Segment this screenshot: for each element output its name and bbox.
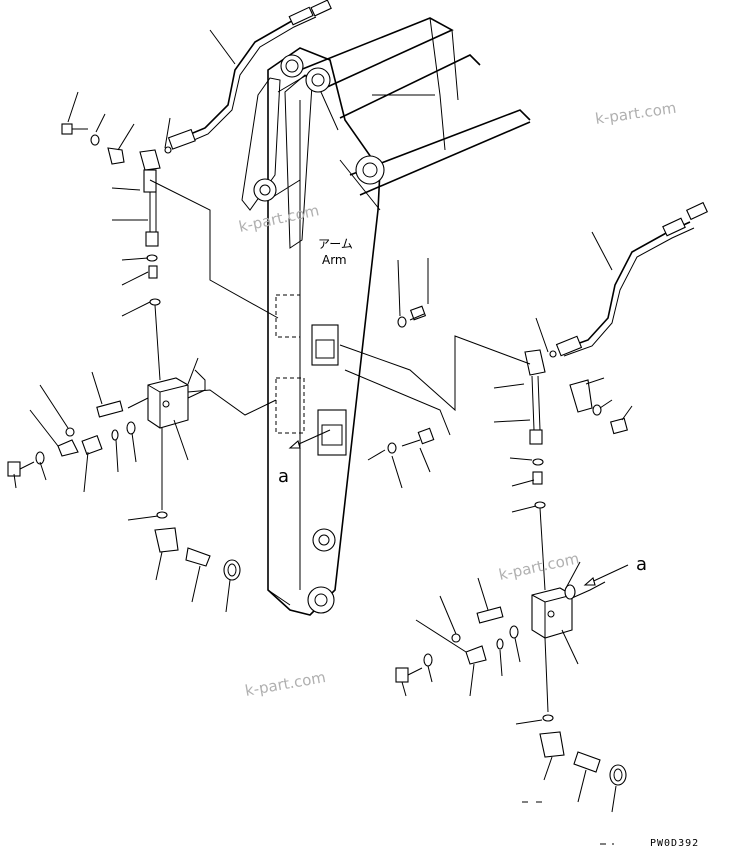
drawing-code: PW0D392 (650, 838, 699, 847)
mount-pad-lower (317, 409, 347, 456)
view-marker-left: a (278, 466, 289, 487)
bucket-pin (307, 586, 335, 614)
view-marker-right: a (636, 554, 647, 575)
right-leader-lines (401, 231, 633, 813)
arm-structure (241, 17, 531, 616)
right-hose-assembly (395, 201, 709, 786)
boom-pin (305, 67, 331, 93)
watermark: k-part.com (237, 201, 321, 236)
watermark: k-part.com (594, 99, 677, 128)
arm-label-jp: アーム (318, 237, 353, 251)
left-hose-assembly (7, 0, 332, 581)
watermark: k-part.com (497, 549, 581, 584)
arm-label-en: Arm (322, 253, 347, 267)
cylinder-pin (355, 155, 385, 185)
center-bolts (367, 258, 435, 489)
top-pin (280, 54, 304, 78)
watermark: k-part.com (244, 668, 328, 700)
lower-pin (312, 528, 336, 552)
left-leader-lines (13, 29, 236, 613)
link-pin (253, 178, 277, 202)
